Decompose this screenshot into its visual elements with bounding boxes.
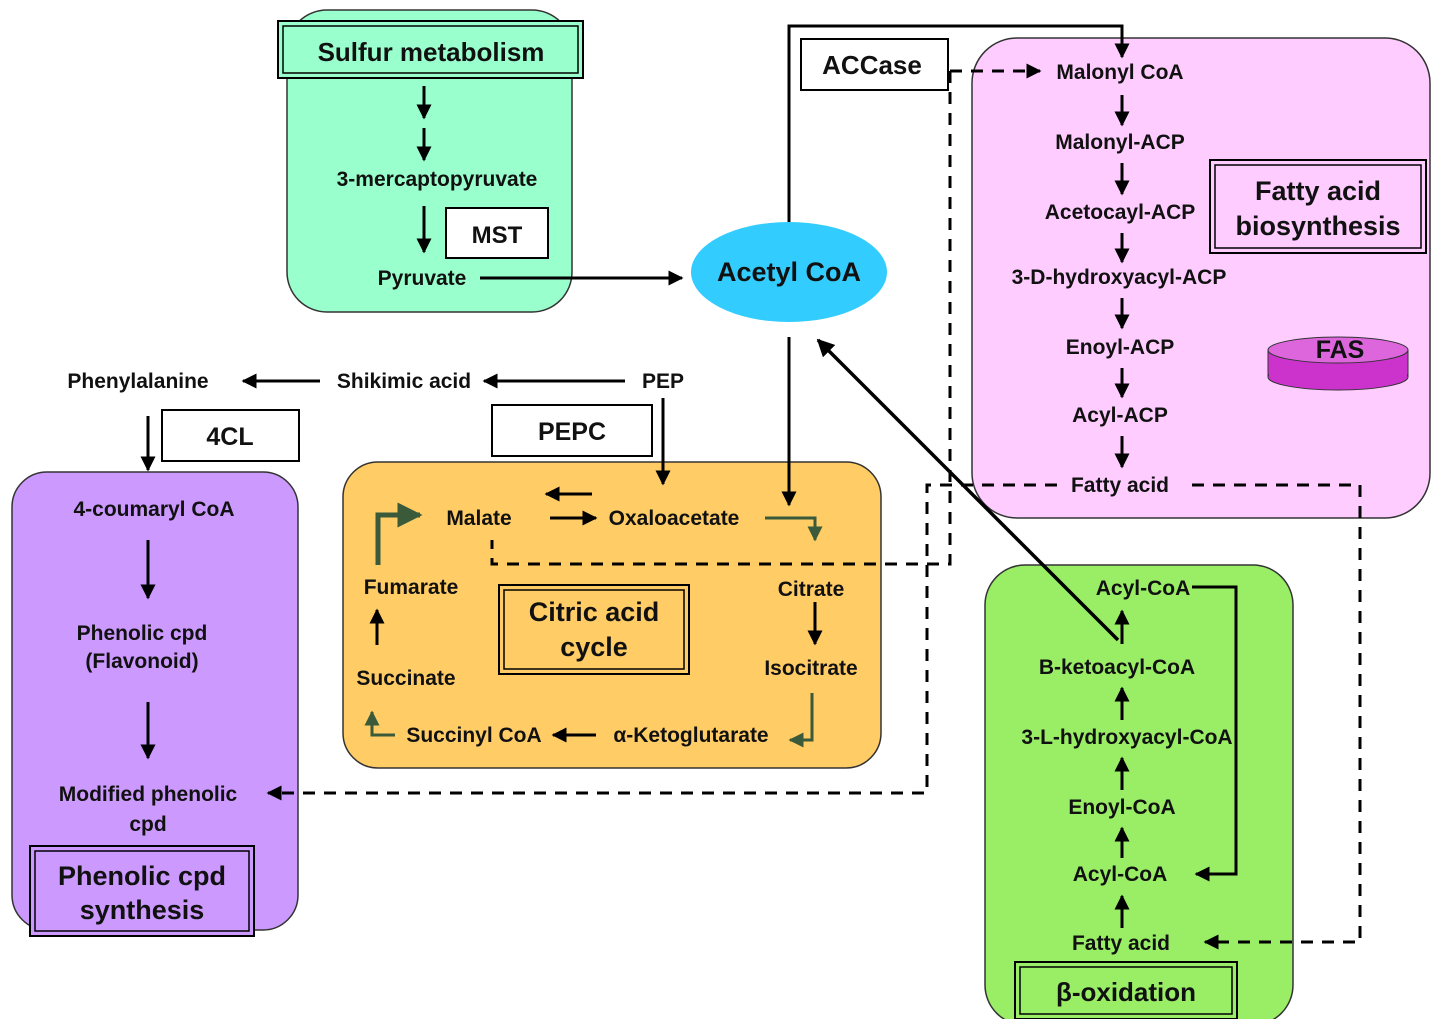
betaox-title-box-outer [1014, 961, 1238, 1019]
succinylcoa-to-succinate-arrow [364, 710, 395, 737]
betaox-title: β-oxidation [1056, 977, 1196, 1007]
accase-enzyme-label: ACCase [822, 50, 922, 80]
acylcoa-to-acetylcoa-arrow [816, 338, 1120, 642]
node-malonyl-acp: Malonyl-ACP [1055, 131, 1185, 154]
isocitrate-to-ketoglutarate-arrow [788, 693, 814, 748]
mst-enzyme-box [445, 207, 549, 259]
fattyacid-to-betaox-dashed [1192, 483, 1362, 950]
node-acetocayl-acp: Acetocayl-ACP [1045, 201, 1196, 224]
node-succinyl-coa: Succinyl CoA [406, 724, 541, 747]
node-pyruvate: Pyruvate [378, 267, 467, 290]
accase-to-malate-dashed [490, 71, 952, 566]
acetyl-coa-label: Acetyl CoA [717, 257, 861, 287]
fatty-acid-title-box-outer [1209, 159, 1427, 254]
node-enoyl-acp: Enoyl-ACP [1066, 336, 1175, 359]
citric-title-box-inner [503, 589, 685, 670]
fatty-acid-title-line2: biosynthesis [1235, 211, 1400, 241]
node-shikimic-acid: Shikimic acid [337, 370, 471, 393]
betaox-title-box-inner [1019, 966, 1233, 1015]
node-fatty-acid-synthesized: Fatty acid [1071, 474, 1169, 497]
node-phenylalanine: Phenylalanine [67, 370, 208, 393]
sulfur-title-box-inner [282, 25, 579, 74]
phenolic-title-box-inner [34, 850, 250, 932]
acetylcoa-to-malonylcoa-arrow [787, 24, 1130, 222]
4cl-enzyme-label: 4CL [206, 423, 253, 451]
node-phenolic-cpd-line1: Phenolic cpd [77, 622, 208, 645]
fatty-acid-title-line1: Fatty acid [1255, 176, 1381, 206]
node-acyl-coa-bottom: Acyl-CoA [1073, 863, 1168, 886]
node-isocitrate: Isocitrate [764, 657, 857, 680]
fumarate-to-malate-arrow [375, 502, 423, 565]
node-enoyl-coa: Enoyl-CoA [1068, 796, 1175, 819]
node-3-d-hydroxyacyl-acp: 3-D-hydroxyacyl-ACP [1012, 266, 1227, 289]
fatty-acid-region [971, 37, 1431, 519]
node-alpha-ketoglutarate: α-Ketoglutarate [613, 724, 768, 747]
node-acyl-acp: Acyl-ACP [1072, 404, 1168, 427]
node-malate: Malate [446, 507, 511, 530]
node-3-mercaptopyruvate: 3-mercaptopyruvate [337, 168, 538, 191]
node-b-ketoacyl-coa: B-ketoacyl-CoA [1039, 656, 1195, 679]
node-3-l-hydroxyacyl-coa: 3-L-hydroxyacyl-CoA [1021, 726, 1232, 749]
node-pep: PEP [642, 370, 684, 393]
beta-oxidation-region [984, 564, 1294, 1019]
citric-title-line1: Citric acid [529, 597, 660, 627]
sulfur-title-box-outer [277, 20, 584, 79]
node-modified-phenolic-line2: cpd [129, 813, 166, 836]
accase-enzyme-box [800, 38, 949, 91]
4cl-enzyme-box [161, 409, 300, 462]
node-fumarate: Fumarate [364, 576, 459, 599]
node-citrate: Citrate [778, 578, 845, 601]
node-malonyl-coa: Malonyl CoA [1056, 61, 1183, 84]
citric-title-line2: cycle [560, 632, 628, 662]
acetyl-coa-ellipse [691, 222, 887, 322]
citric-title-box-outer [498, 584, 690, 675]
node-4-coumaryl-coa: 4-coumaryl CoA [73, 498, 234, 521]
mst-enzyme-label: MST [472, 222, 523, 249]
fattyacid-to-phenolic-dashed [266, 483, 1057, 801]
fas-enzyme-disk-icon [1267, 336, 1409, 391]
pepc-enzyme-box [491, 404, 653, 457]
fas-enzyme-label: FAS [1316, 336, 1365, 364]
fatty-acid-title-box-inner [1214, 164, 1422, 249]
sulfur-title: Sulfur metabolism [318, 37, 545, 67]
phenolic-title-box-outer [29, 845, 255, 937]
node-succinate: Succinate [356, 667, 455, 690]
phenolic-title-line1: Phenolic cpd [58, 861, 226, 891]
node-phenolic-cpd-line2: (Flavonoid) [85, 650, 198, 673]
acylcoa-recycle-arrow [1192, 585, 1238, 882]
node-acyl-coa-top: Acyl-CoA [1096, 577, 1191, 600]
node-oxaloacetate: Oxaloacetate [609, 507, 740, 530]
phenolic-title-line2: synthesis [80, 895, 205, 925]
node-modified-phenolic-line1: Modified phenolic [59, 783, 238, 806]
pepc-enzyme-label: PEPC [538, 418, 606, 446]
node-fatty-acid-betaox: Fatty acid [1072, 932, 1170, 955]
oxaloacetate-to-citrate-arrow [765, 516, 823, 542]
